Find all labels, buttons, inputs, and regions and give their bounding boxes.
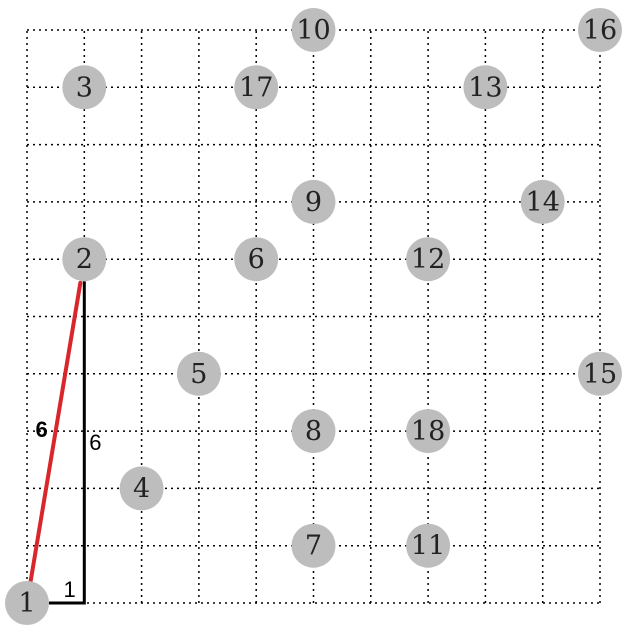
node-circle [234, 237, 279, 282]
node-14: 14 [520, 179, 565, 224]
node-circle [578, 351, 622, 396]
node-15: 15 [578, 351, 622, 396]
node-circle [520, 179, 565, 224]
edge-layer [27, 280, 83, 590]
length-labels: 6 6 1 [36, 417, 102, 602]
right-triangle-legs [49, 281, 86, 605]
node-circle [406, 523, 451, 568]
node-label: 5 [190, 359, 207, 390]
node-label: 16 [583, 15, 617, 46]
node-circle [291, 8, 336, 52]
node-12: 12 [406, 237, 451, 282]
edge-1-2 [27, 280, 83, 590]
node-2: 2 [62, 237, 107, 282]
node-label: 2 [76, 244, 93, 275]
vertical-leg-label: 6 [89, 430, 101, 455]
node-circle [62, 237, 107, 282]
node-circle [406, 237, 451, 282]
dotted-grid [26, 29, 601, 604]
node-label: 9 [305, 187, 322, 218]
node-label: 14 [526, 187, 560, 218]
node-18: 18 [406, 409, 451, 454]
node-label: 11 [411, 531, 445, 562]
node-10: 10 [291, 8, 336, 52]
node-11: 11 [406, 523, 451, 568]
node-8: 8 [291, 409, 336, 454]
node-label: 13 [468, 72, 502, 103]
node-circle [291, 523, 336, 568]
node-circle [234, 65, 279, 110]
node-label: 8 [305, 416, 322, 447]
node-label: 6 [248, 244, 265, 275]
horizontal-leg-label: 1 [64, 577, 76, 602]
node-label: 12 [411, 244, 445, 275]
node-13: 13 [463, 65, 508, 110]
node-label: 10 [296, 15, 330, 46]
node-9: 9 [291, 179, 336, 224]
node-label: 17 [239, 72, 273, 103]
node-circle [119, 466, 164, 511]
node-17: 17 [234, 65, 279, 110]
edge-length-label: 6 [36, 417, 48, 442]
node-circle [5, 581, 49, 625]
node-label: 3 [76, 72, 93, 103]
node-7: 7 [291, 523, 336, 568]
node-circle [62, 65, 107, 110]
node-6: 6 [234, 237, 279, 282]
node-1: 1 [5, 581, 49, 625]
node-circle [578, 8, 622, 52]
node-circle [291, 409, 336, 454]
node-4: 4 [119, 466, 164, 511]
node-label: 4 [133, 473, 150, 504]
node-label: 18 [411, 416, 445, 447]
node-label: 15 [583, 359, 617, 390]
leg-lines [49, 281, 86, 605]
node-3: 3 [62, 65, 107, 110]
node-circle [291, 179, 336, 224]
node-label: 7 [305, 531, 322, 562]
node-circle [406, 409, 451, 454]
node-label: 1 [18, 588, 35, 619]
node-circle [176, 351, 221, 396]
node-16: 16 [578, 8, 622, 52]
node-circle [463, 65, 508, 110]
node-5: 5 [176, 351, 221, 396]
